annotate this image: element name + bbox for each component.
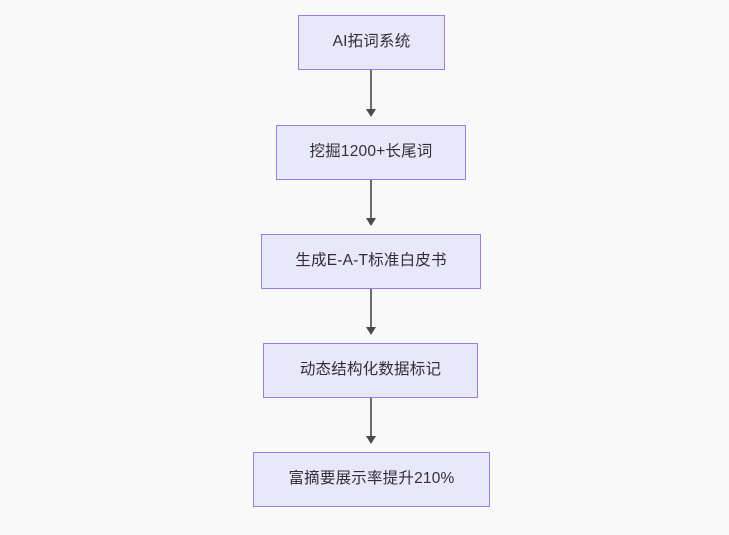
node-label: 动态结构化数据标记 [299, 361, 442, 379]
flowchart-node-n1[interactable]: AI拓词系统 [298, 15, 445, 70]
flowchart-node-n2[interactable]: 挖掘1200+长尾词 [276, 125, 466, 180]
flowchart-node-n4[interactable]: 动态结构化数据标记 [263, 343, 478, 398]
node-label: 挖掘1200+长尾词 [309, 143, 433, 161]
node-label: 生成E-A-T标准白皮书 [295, 252, 447, 270]
flowchart-node-n3[interactable]: 生成E-A-T标准白皮书 [261, 234, 481, 289]
edge-line [370, 70, 372, 110]
arrowhead-icon [366, 218, 376, 226]
edge-line [370, 398, 372, 437]
arrowhead-icon [366, 327, 376, 335]
arrowhead-icon [366, 109, 376, 117]
edge-line [370, 289, 372, 328]
node-label: 富摘要展示率提升210% [288, 470, 455, 488]
flowchart-node-n5[interactable]: 富摘要展示率提升210% [253, 452, 490, 507]
arrowhead-icon [366, 436, 376, 444]
edge-line [370, 180, 372, 219]
node-label: AI拓词系统 [332, 33, 411, 51]
